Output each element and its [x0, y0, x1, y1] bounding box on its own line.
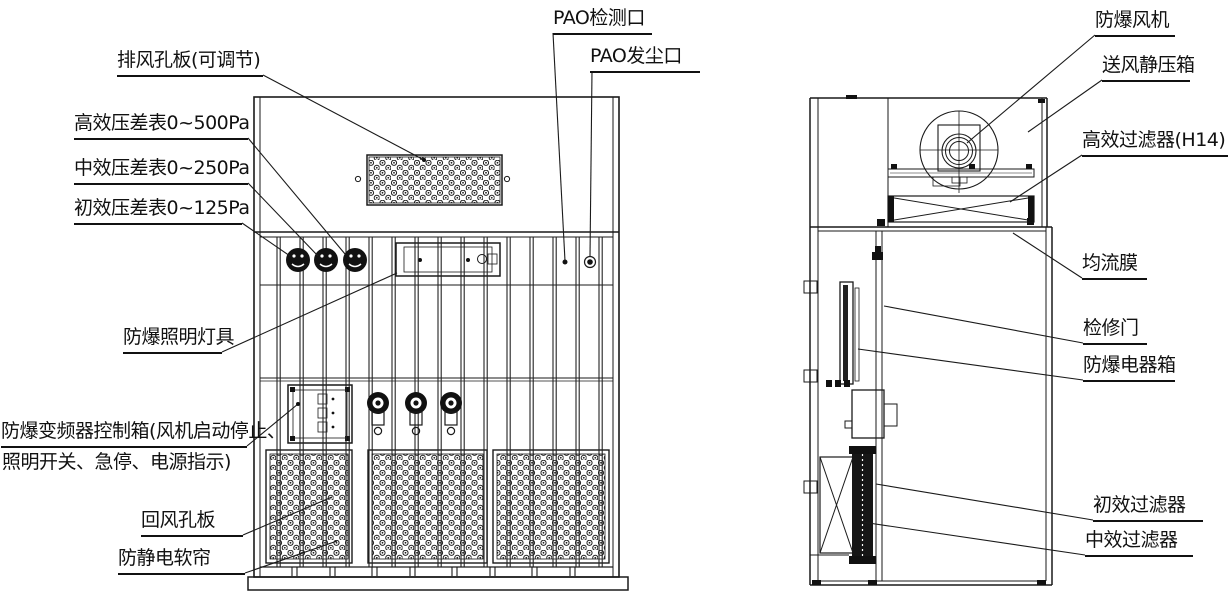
front-view — [247, 96, 629, 591]
label-exhaust-plate: 排风孔板(可调节) — [117, 49, 263, 77]
pao-test-port-mark — [562, 259, 568, 265]
base-feet — [810, 554, 1046, 585]
button-1 — [367, 392, 389, 436]
label-primary-filter: 初效过滤器 — [1093, 494, 1203, 522]
antistatic-curtain-strips — [264, 237, 612, 567]
label-medium-filter: 中效过滤器 — [1085, 529, 1193, 557]
explosion-proof-electric-box — [844, 389, 898, 439]
label-control-box-line2: 照明开关、急停、电源指示) — [2, 451, 231, 473]
hepa-filter-box — [887, 195, 1035, 223]
gauge-medium — [314, 248, 338, 272]
label-electric-box: 防爆电器箱 — [1083, 354, 1176, 382]
side-view — [803, 95, 1053, 586]
curtain-bottom-stubs — [291, 567, 576, 576]
door-latches — [803, 246, 883, 494]
label-pao-test-port: PAO检测口 — [553, 7, 652, 35]
label-hepa-filter: 高效过滤器(H14) — [1082, 129, 1228, 157]
button-2 — [405, 392, 427, 436]
leader-lines — [221, 32, 1103, 574]
label-antistatic-curtain: 防静电软帘 — [118, 547, 245, 575]
access-door-panel — [826, 281, 860, 387]
label-hepa-gauge: 高效压差表0~500Pa — [74, 112, 250, 140]
label-pao-dust-port: PAO发尘口 — [590, 45, 700, 73]
explosion-proof-fan — [919, 110, 999, 193]
label-primary-gauge: 初效压差表0~125Pa — [74, 197, 250, 225]
label-medium-gauge: 中效压差表0~250Pa — [74, 157, 250, 185]
label-access-door: 检修门 — [1083, 317, 1147, 345]
gauge-primary — [286, 248, 310, 272]
medium-filter-element — [849, 446, 876, 564]
gauge-hepa — [343, 248, 367, 272]
pressure-gauges — [286, 248, 367, 272]
exhaust-perforated-panel — [354, 154, 511, 206]
label-flow-membrane: 均流膜 — [1082, 252, 1147, 280]
label-fan: 防爆风机 — [1095, 9, 1175, 37]
primary-filter-box — [819, 456, 854, 554]
button-3 — [440, 392, 462, 436]
label-control-box-line1: 防爆变频器控制箱(风机启动停止、 — [1, 420, 286, 448]
label-supply-plenum: 送风静压箱 — [1102, 54, 1195, 82]
explosion-proof-buttons — [367, 392, 462, 436]
label-return-air-plate: 回风孔板 — [141, 509, 243, 537]
fan-mounting-bar — [887, 164, 1035, 187]
side-frame — [809, 95, 1053, 586]
label-lighting: 防爆照明灯具 — [123, 326, 235, 354]
